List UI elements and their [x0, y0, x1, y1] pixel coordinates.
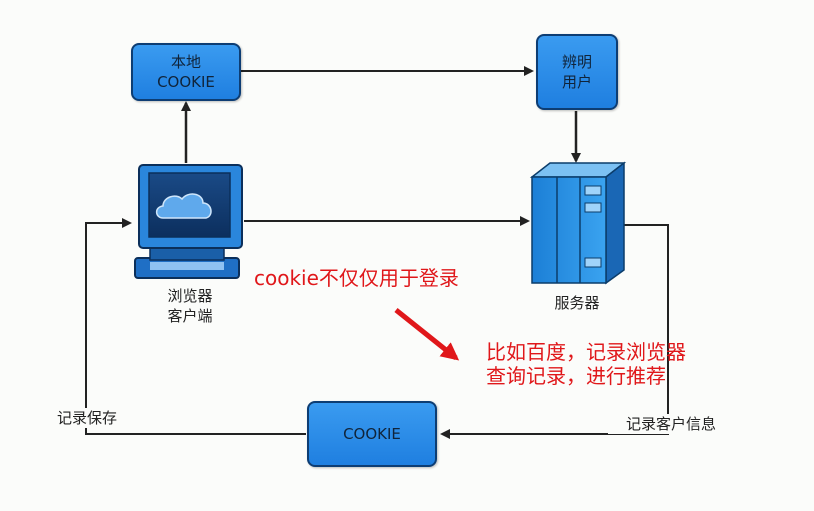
server-icon [529, 161, 627, 285]
identify-user-box: 辨明 用户 [536, 34, 618, 110]
note-not-only-login: cookie不仅仅用于登录 [254, 266, 459, 290]
cookie-label: COOKIE [343, 425, 401, 443]
cookie-box: COOKIE [307, 401, 437, 467]
note-baidu: 比如百度，记录浏览器 查询记录，进行推荐 [486, 340, 686, 388]
server-label: 服务器 [554, 294, 600, 312]
note-baidu-line2: 查询记录，进行推荐 [486, 364, 666, 388]
note-baidu-line1: 比如百度，记录浏览器 [486, 340, 686, 364]
local-cookie-box: 本地 COOKIE [131, 43, 241, 101]
client-label-line2: 客户端 [167, 307, 213, 325]
local-cookie-label-line1: 本地 [170, 53, 201, 71]
record-client-info-label: 记录客户信息 [608, 414, 734, 434]
local-cookie-label-line2: COOKIE [157, 73, 215, 91]
client-label: 浏览器 客户端 [140, 286, 240, 326]
record-save-label: 记录保存 [42, 408, 132, 428]
identify-user-label-line2: 用户 [561, 73, 592, 91]
identify-user-label-line1: 辨明 [561, 53, 592, 71]
client-computer-icon [134, 164, 243, 279]
client-label-line1: 浏览器 [167, 287, 213, 305]
arrow-server-to-cookie [440, 224, 669, 439]
arrow-cookie-to-client [85, 218, 306, 435]
red-arrow [394, 308, 460, 361]
